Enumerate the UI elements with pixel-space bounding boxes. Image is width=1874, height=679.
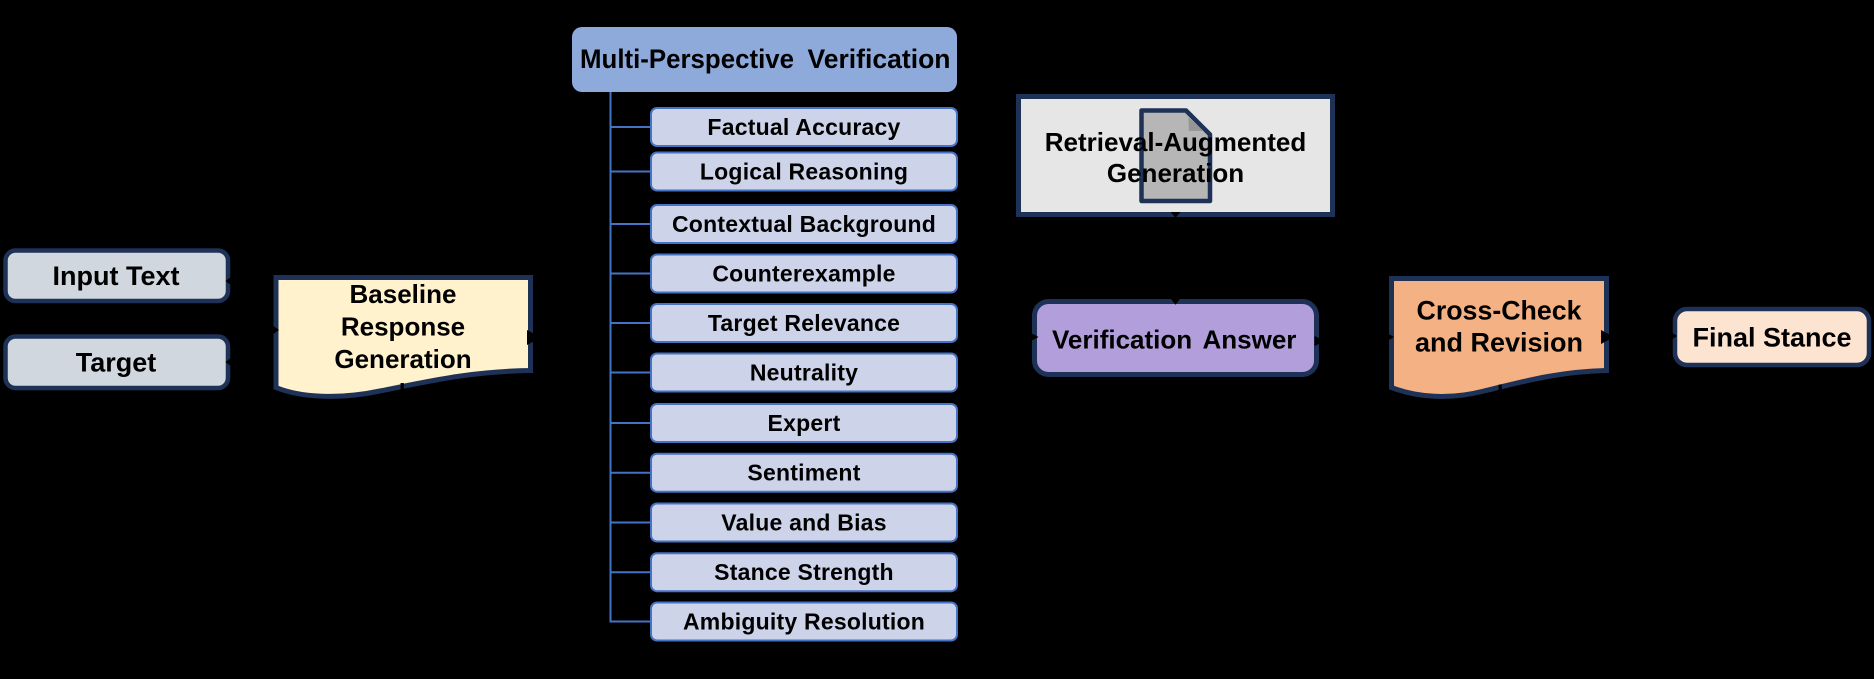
svg-text:Value and Bias: Value and Bias: [721, 510, 886, 536]
svg-text:Neutrality: Neutrality: [750, 360, 858, 386]
svg-text:Contextual Background: Contextual Background: [672, 211, 936, 237]
svg-text:Stance Strength: Stance Strength: [714, 559, 894, 585]
svg-text:Target: Target: [76, 348, 157, 378]
svg-text:Baseline: Baseline: [350, 279, 457, 309]
svg-text:Sentiment: Sentiment: [747, 460, 860, 486]
svg-text:Expert: Expert: [768, 410, 841, 436]
svg-text:Generation: Generation: [334, 344, 471, 374]
svg-text:Cross-Check: Cross-Check: [1417, 296, 1583, 326]
svg-text:Target Relevance: Target Relevance: [708, 310, 900, 336]
svg-text:Factual Accuracy: Factual Accuracy: [707, 114, 900, 140]
svg-text:Logical Reasoning: Logical Reasoning: [700, 159, 908, 185]
svg-text:Final Stance: Final Stance: [1692, 323, 1851, 353]
svg-text:Response: Response: [341, 312, 465, 342]
svg-text:and Revision: and Revision: [1415, 328, 1583, 358]
svg-text:Ambiguity Resolution: Ambiguity Resolution: [683, 609, 925, 635]
svg-text:Retrieval-Augmented: Retrieval-Augmented: [1045, 127, 1307, 157]
svg-text:Generation: Generation: [1107, 158, 1244, 188]
svg-text:Input Text: Input Text: [53, 261, 180, 291]
svg-text:Counterexample: Counterexample: [712, 261, 895, 287]
